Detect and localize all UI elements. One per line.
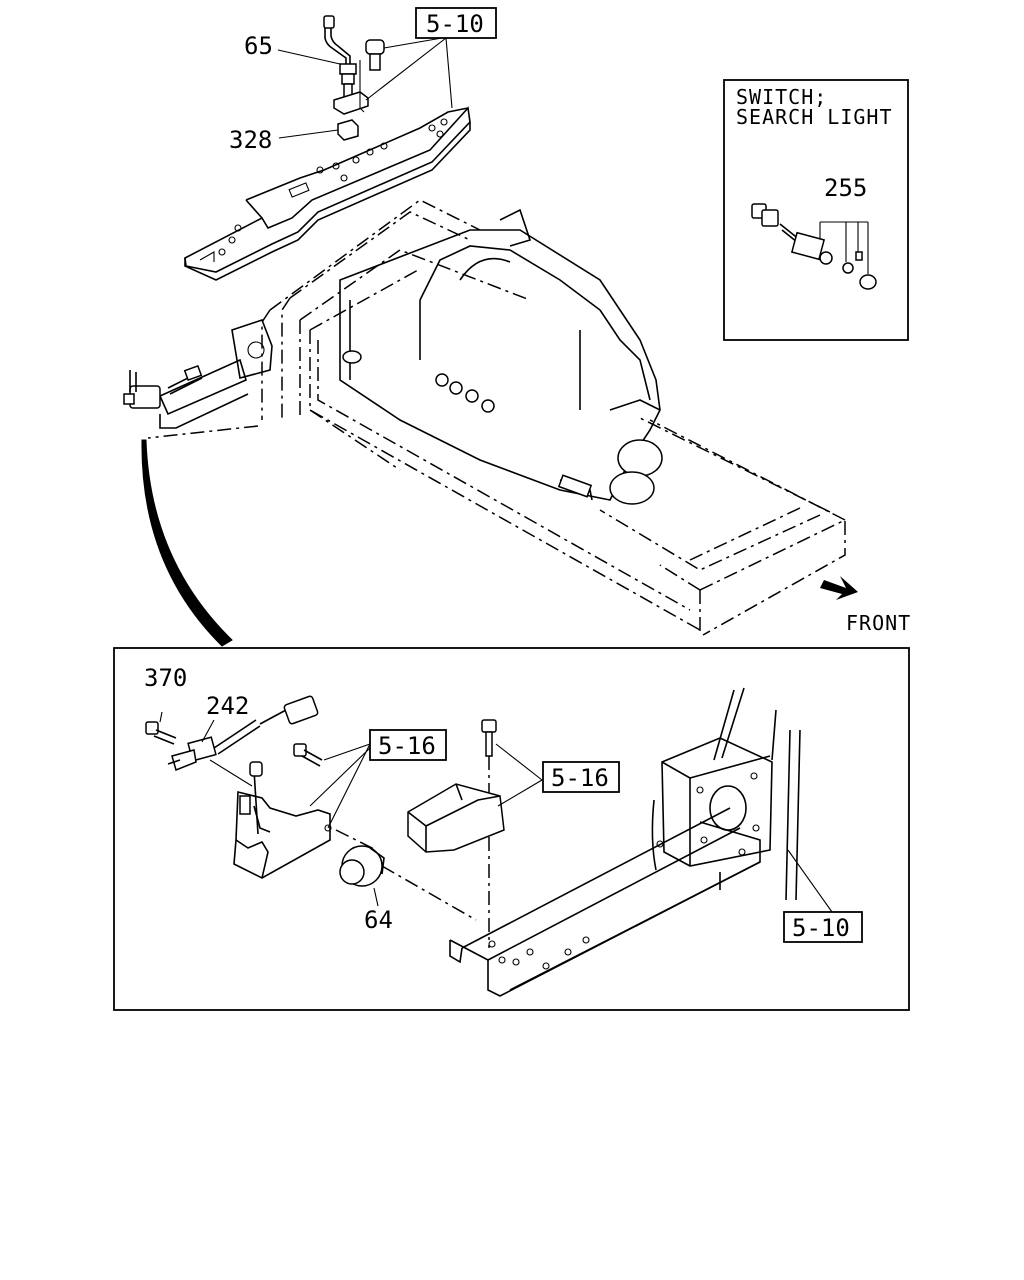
callout-255: 255 xyxy=(824,174,867,202)
ref-top: 5-10 xyxy=(426,10,484,38)
chassis-frame xyxy=(147,199,846,636)
ref-box-top xyxy=(415,7,497,39)
ref-mid-right: 5-16 xyxy=(551,764,609,792)
bolt-top xyxy=(365,39,385,71)
ref-box-mid-right xyxy=(542,761,620,793)
inset-frame xyxy=(723,79,909,341)
inset-title-line1: SWITCH; xyxy=(736,85,827,109)
cross-member-bracket xyxy=(184,106,471,281)
callout-370: 370 xyxy=(144,664,187,692)
detail-arrow xyxy=(141,439,233,647)
ref-box-bottom xyxy=(783,911,863,943)
callout-65: 65 xyxy=(244,32,273,60)
front-label: FRONT xyxy=(846,611,911,635)
detail-frame-rail xyxy=(449,687,801,997)
callout-242: 242 xyxy=(206,692,249,720)
ref-box-mid-left xyxy=(369,729,447,761)
switch-64 xyxy=(335,829,477,921)
callout-64: 64 xyxy=(364,906,393,934)
nut-328 xyxy=(337,119,359,141)
callout-328: 328 xyxy=(229,126,272,154)
switch-242 xyxy=(167,695,319,787)
detail-switch-bracket xyxy=(233,761,332,879)
transmission xyxy=(231,208,663,505)
detail-frame xyxy=(113,647,910,1011)
search-light-switch xyxy=(751,203,877,290)
bolt-370 xyxy=(145,721,177,745)
inset-title-line2: SEARCH LIGHT xyxy=(736,105,893,129)
ref-mid-left: 5-16 xyxy=(378,732,436,760)
ref-bottom: 5-10 xyxy=(792,914,850,942)
front-arrow-icon xyxy=(820,576,858,600)
bolt-bracket xyxy=(293,743,323,767)
sensor-65 xyxy=(323,15,357,99)
frame-switch xyxy=(123,358,249,429)
switch-cover xyxy=(407,783,505,853)
bolt-vertical xyxy=(481,719,497,948)
